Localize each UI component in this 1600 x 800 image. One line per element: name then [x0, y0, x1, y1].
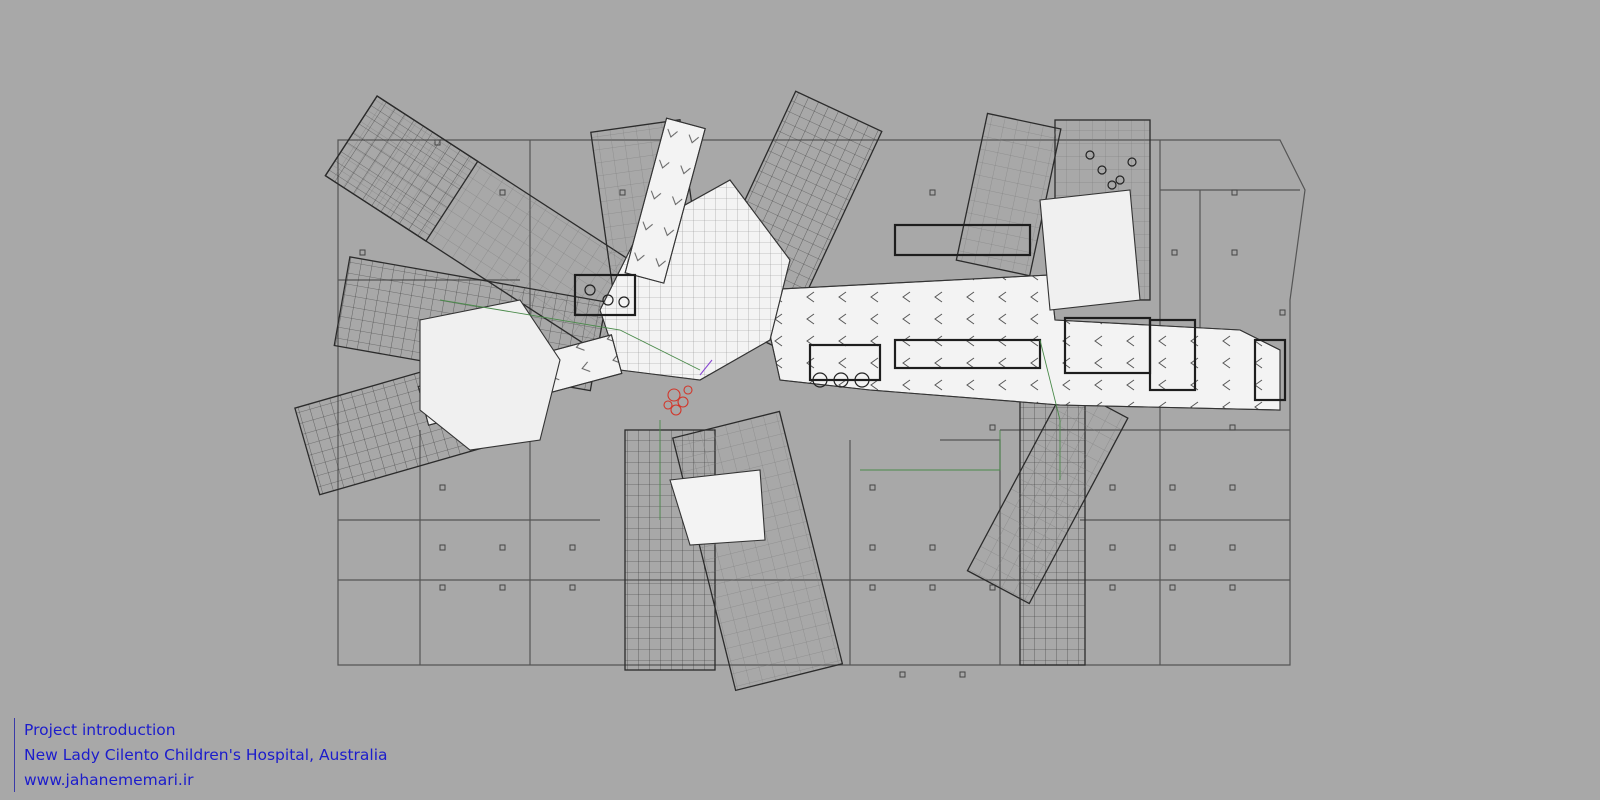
caption-project-name: New Lady Cilento Children's Hospital, Au… — [24, 746, 388, 764]
service-lines — [439, 299, 1061, 520]
caption-title: Project introduction — [24, 721, 176, 739]
caption-website: www.jahanememari.ir — [24, 771, 194, 789]
rooms — [573, 223, 1287, 402]
caption-block: Project introduction New Lady Cilento Ch… — [14, 718, 388, 792]
fixtures — [584, 150, 1137, 388]
highlight-cluster — [663, 359, 713, 416]
